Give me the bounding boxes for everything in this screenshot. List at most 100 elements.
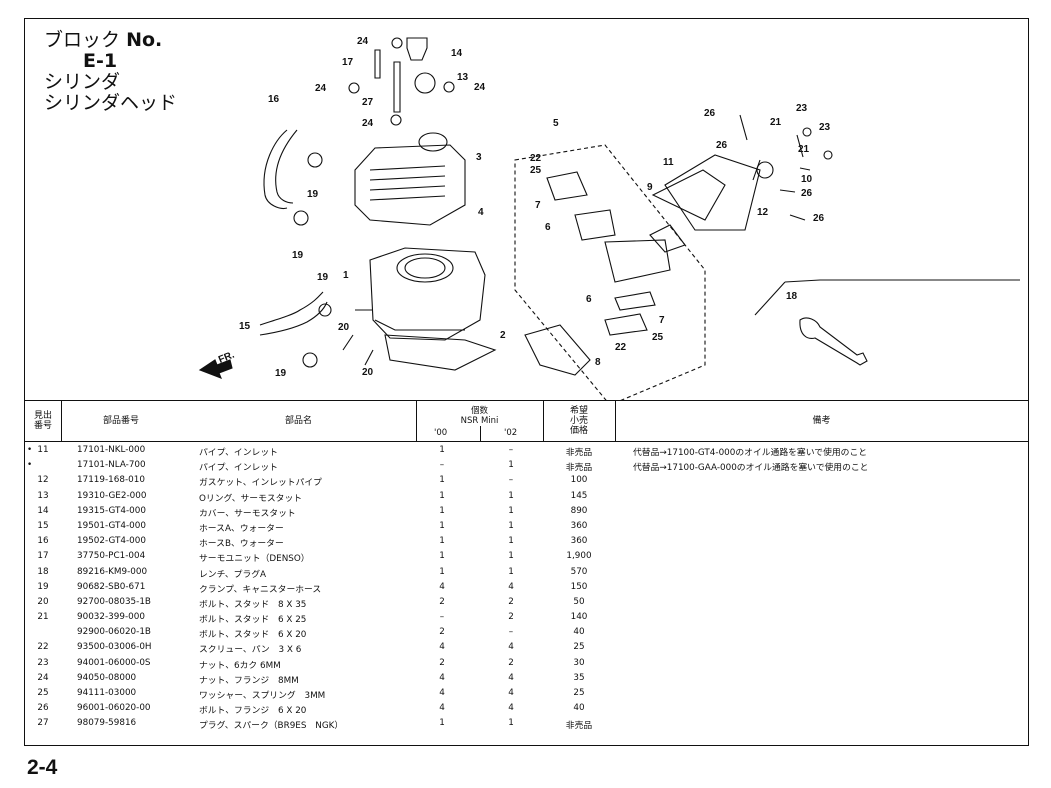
inlet-pipe-drawing <box>664 154 761 231</box>
inlet-pipe-gasket-drawing <box>651 169 726 221</box>
row-qty-02: 1 <box>508 520 514 531</box>
row-qty-00: 2 <box>439 657 445 668</box>
row-part-name: ボルト、スタッド 6 X 20 <box>199 630 307 641</box>
row-qty-00: 4 <box>439 703 445 714</box>
row-part-no: 96001-06020-00 <box>77 703 151 714</box>
row-price: 150 <box>570 581 588 592</box>
row-part-no: 89216-KM9-000 <box>77 566 148 577</box>
reed-gasket-drawing <box>524 324 591 376</box>
row-part-name: スクリュー、パン 3 X 6 <box>199 645 302 656</box>
block-label: ブロック <box>44 29 121 51</box>
front-arrow-drawing <box>198 359 233 379</box>
row-part-name: クランプ、キャニスターホース <box>199 584 322 595</box>
cylinder-gasket-drawing <box>384 334 497 371</box>
header-ref-no: 見出 番号 <box>33 411 52 431</box>
callout-25b: 25 <box>652 332 664 343</box>
callout-26b: 26 <box>716 140 728 151</box>
row-ref: 15 <box>37 520 49 531</box>
row-ref: 14 <box>37 505 49 516</box>
row-mark: • <box>27 460 33 471</box>
header-qty-00: '00 <box>434 428 448 438</box>
thermostat-cover-drawing <box>406 37 428 61</box>
nut-24d-drawing <box>390 114 402 126</box>
row-price: 25 <box>573 688 585 698</box>
callout-20b: 20 <box>362 367 374 378</box>
row-qty-02: 4 <box>508 642 514 653</box>
clamp-19d-drawing <box>302 352 318 368</box>
clamp-19c-drawing <box>318 303 332 317</box>
title-cylinder-head: シリンダヘッド <box>44 92 178 114</box>
row-ref: 19 <box>37 581 49 592</box>
callout-24d: 24 <box>362 118 374 129</box>
row-price: 140 <box>570 612 588 623</box>
row-mark: • <box>27 445 33 455</box>
header-qty-02: '02 <box>504 428 518 438</box>
row-ref: 16 <box>37 536 49 547</box>
callout-26d: 26 <box>813 213 825 224</box>
row-price: 30 <box>573 657 585 668</box>
reed-valve-group-box <box>514 144 706 400</box>
block-title: ブロック No. <box>44 30 177 51</box>
row-part-name: ナット、フランジ 8MM <box>199 675 299 686</box>
row-ref: 27 <box>37 718 49 729</box>
callout-2: 2 <box>500 330 506 341</box>
callout-17: 17 <box>342 57 354 68</box>
callout-12: 12 <box>757 207 769 218</box>
callout-11: 11 <box>663 157 674 168</box>
bolt-26c-drawing <box>779 189 796 193</box>
callout-22b: 22 <box>615 342 627 353</box>
callout-20a: 20 <box>338 322 350 333</box>
nut-24b-drawing <box>391 37 403 49</box>
row-part-no: 17119-168-010 <box>77 475 145 486</box>
row-price: 145 <box>570 490 588 501</box>
row-part-no: 93500-03006-0H <box>77 642 152 653</box>
inset-box <box>754 279 1020 316</box>
row-qty-02: 4 <box>508 672 514 683</box>
page-number: 2-4 <box>27 756 58 779</box>
header-qty: 個数 <box>470 406 488 416</box>
row-part-no: 37750-PC1-004 <box>77 551 146 562</box>
row-ref: 21 <box>37 612 49 623</box>
row-qty-00: 4 <box>439 581 445 592</box>
row-price: 40 <box>573 703 585 714</box>
header-note: 備考 <box>812 416 831 426</box>
o-ring-drawing <box>414 72 436 94</box>
callout-16: 16 <box>268 94 280 105</box>
stud-20b-drawing <box>364 349 374 366</box>
row-part-name: ホースB、ウォーター <box>199 539 284 550</box>
callout-19a: 19 <box>307 189 319 200</box>
row-part-name: パイプ、インレット <box>199 448 278 458</box>
row-qty-02: 1 <box>508 718 514 729</box>
row-price: 25 <box>573 642 585 653</box>
row-part-name: カバー、サーモスタット <box>199 508 296 519</box>
row-part-name: ガスケット、インレットパイプ <box>199 478 322 489</box>
row-ref: 22 <box>37 642 49 653</box>
row-part-no: 94111-03000 <box>77 688 137 698</box>
row-part-name: サーモユニット（DENSO） <box>199 554 310 565</box>
callout-18: 18 <box>786 291 798 302</box>
row-qty-00: 2 <box>439 627 445 638</box>
row-ref: 24 <box>37 672 49 683</box>
nut-23b-drawing <box>823 150 833 160</box>
row-part-no: 90032-399-000 <box>77 612 145 623</box>
callout-22a: 22 <box>530 153 542 164</box>
block-no: No. <box>126 29 163 51</box>
row-part-no: 19502-GT4-000 <box>77 536 146 547</box>
row-part-no: 92700-08035-1B <box>77 596 151 607</box>
row-ref: 25 <box>37 688 49 698</box>
row-part-no: 94050-08000 <box>77 672 137 683</box>
row-part-name: レンチ、プラグA <box>199 569 267 580</box>
row-qty-02: 2 <box>508 657 514 668</box>
row-price: 非売品 <box>565 463 593 474</box>
row-part-no: 17101-NKL-000 <box>77 445 146 455</box>
row-part-name: ホースA、ウォーター <box>199 523 284 534</box>
row-part-no: 92900-06020-1B <box>77 627 151 638</box>
